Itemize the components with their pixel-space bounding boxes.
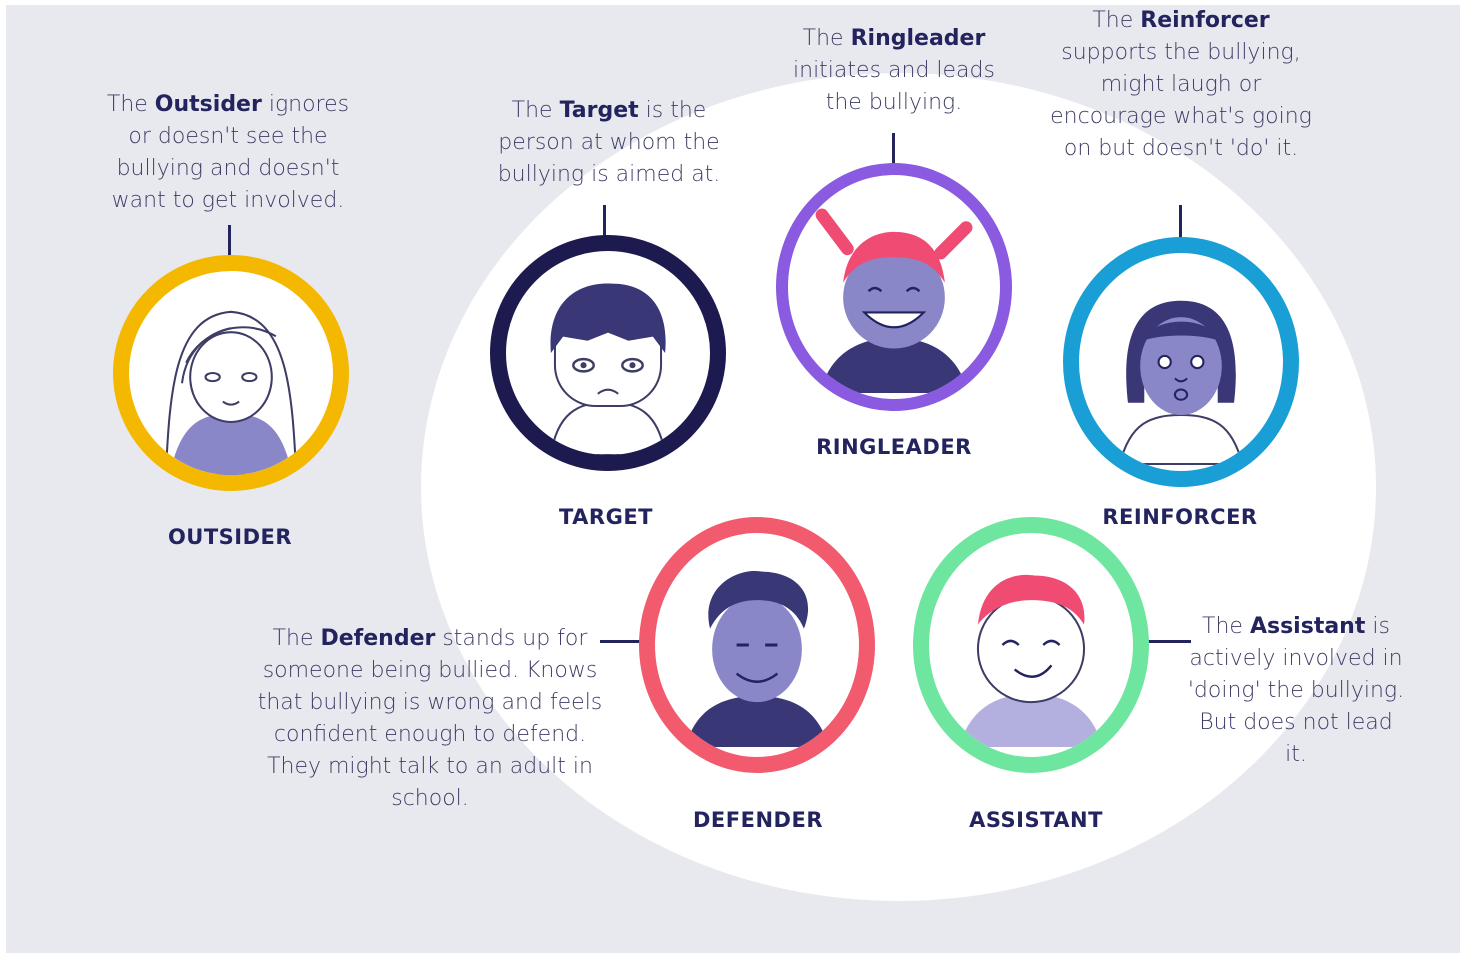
- assistant-face-icon: [959, 574, 1103, 747]
- outsider-avatar: [113, 255, 349, 491]
- reinforcer-face-icon: [1118, 300, 1244, 466]
- target-connector: [603, 205, 606, 243]
- target-description: The Target is the person at whom the bul…: [497, 98, 721, 187]
- assistant-description: The Assistant is actively involved in 'd…: [1187, 614, 1405, 767]
- ringleader-avatar: [776, 163, 1012, 411]
- ringleader-name: Ringleader: [850, 26, 986, 51]
- defender-avatar: [639, 517, 875, 773]
- target-face-icon: [549, 283, 667, 455]
- assistant-label: ASSISTANT: [969, 808, 1103, 832]
- reinforcer-name: Reinforcer: [1140, 8, 1270, 33]
- ringleader-description: The Ringleader initiates and leads the b…: [793, 26, 995, 115]
- target-name: Target: [559, 98, 639, 123]
- diagram-panel: The Outsider ignores or doesn't see the …: [6, 5, 1460, 953]
- reinforcer-connector: [1179, 205, 1182, 253]
- defender-connector: [600, 640, 656, 643]
- reinforcer-label: REINFORCER: [1102, 505, 1258, 529]
- outsider-name: Outsider: [154, 92, 262, 117]
- assistant-name: Assistant: [1249, 614, 1366, 639]
- reinforcer-description: The Reinforcer supports the bullying, mi…: [1050, 8, 1312, 161]
- ringleader-connector: [892, 133, 895, 173]
- outsider-label: OUTSIDER: [167, 525, 293, 549]
- defender-face-icon: [685, 571, 829, 747]
- assistant-connector: [1136, 640, 1191, 643]
- defender-description: The Defender stands up for someone being…: [257, 626, 603, 811]
- outsider-description: The Outsider ignores or doesn't see the …: [106, 92, 350, 213]
- defender-name: Defender: [320, 626, 436, 651]
- outsider-connector: [228, 225, 231, 271]
- reinforcer-avatar: [1063, 237, 1299, 487]
- defender-label: DEFENDER: [693, 808, 823, 832]
- target-avatar: [490, 235, 726, 471]
- assistant-avatar: [913, 517, 1149, 773]
- target-label: TARGET: [558, 505, 654, 529]
- ringleader-face-icon: [815, 208, 973, 393]
- ringleader-label: RINGLEADER: [816, 435, 972, 459]
- outsider-face-icon: [164, 310, 298, 475]
